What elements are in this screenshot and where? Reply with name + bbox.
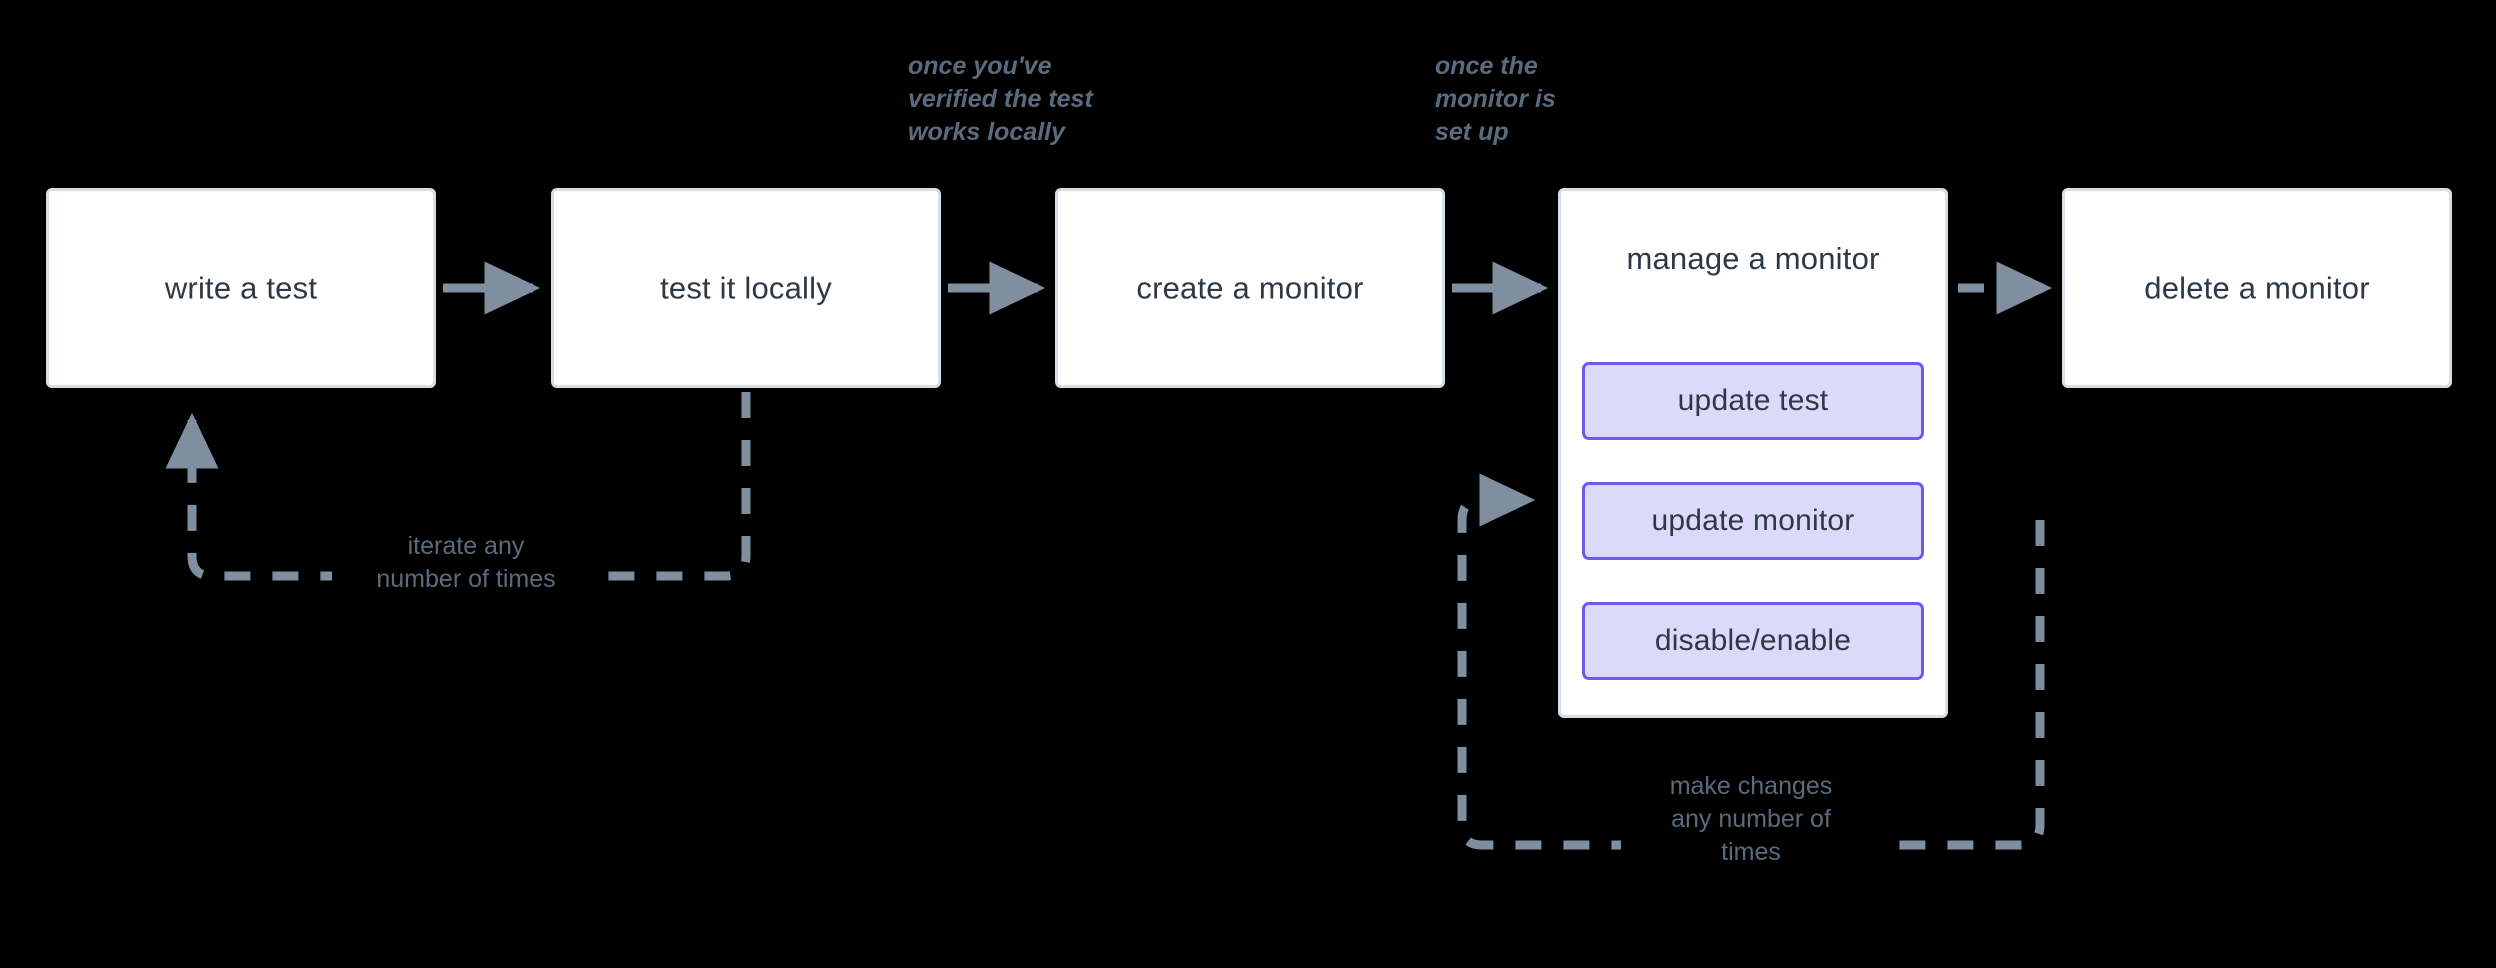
note-mask-make-changes — [1621, 815, 1883, 877]
subnode-label-update-monitor: update monitor — [1651, 504, 1855, 537]
node-label-delete-a-monitor: delete a monitor — [2144, 270, 2370, 306]
note-verified-the-test: once you've verified the test works loca… — [908, 52, 1093, 146]
note-mask-iterate — [332, 544, 604, 608]
node-delete-a-monitor[interactable]: delete a monitor — [2062, 188, 2452, 388]
node-label-create-a-monitor: create a monitor — [1136, 270, 1364, 306]
node-label-write-a-test: write a test — [164, 270, 318, 306]
note-monitor-is-set-up: once the monitor is set up — [1435, 52, 1556, 146]
note-iterate-any-number-of-times: iterate any number of times — [376, 532, 556, 593]
node-create-a-monitor[interactable]: create a monitor — [1055, 188, 1445, 388]
subnode-update-monitor[interactable]: update monitor — [1582, 482, 1924, 560]
subnode-label-disable-enable: disable/enable — [1654, 624, 1852, 657]
subnode-update-test[interactable]: update test — [1582, 362, 1924, 440]
note-make-changes-any-number-of-times: make changes any number of times — [1669, 772, 1833, 866]
subnode-label-update-test: update test — [1677, 384, 1829, 417]
node-label-test-it-locally: test it locally — [660, 270, 832, 306]
node-write-a-test[interactable]: write a test — [46, 188, 436, 388]
node-label-manage-a-monitor: manage a monitor — [1626, 241, 1880, 276]
node-test-it-locally[interactable]: test it locally — [551, 188, 941, 388]
subnode-disable-enable[interactable]: disable/enable — [1582, 602, 1924, 680]
